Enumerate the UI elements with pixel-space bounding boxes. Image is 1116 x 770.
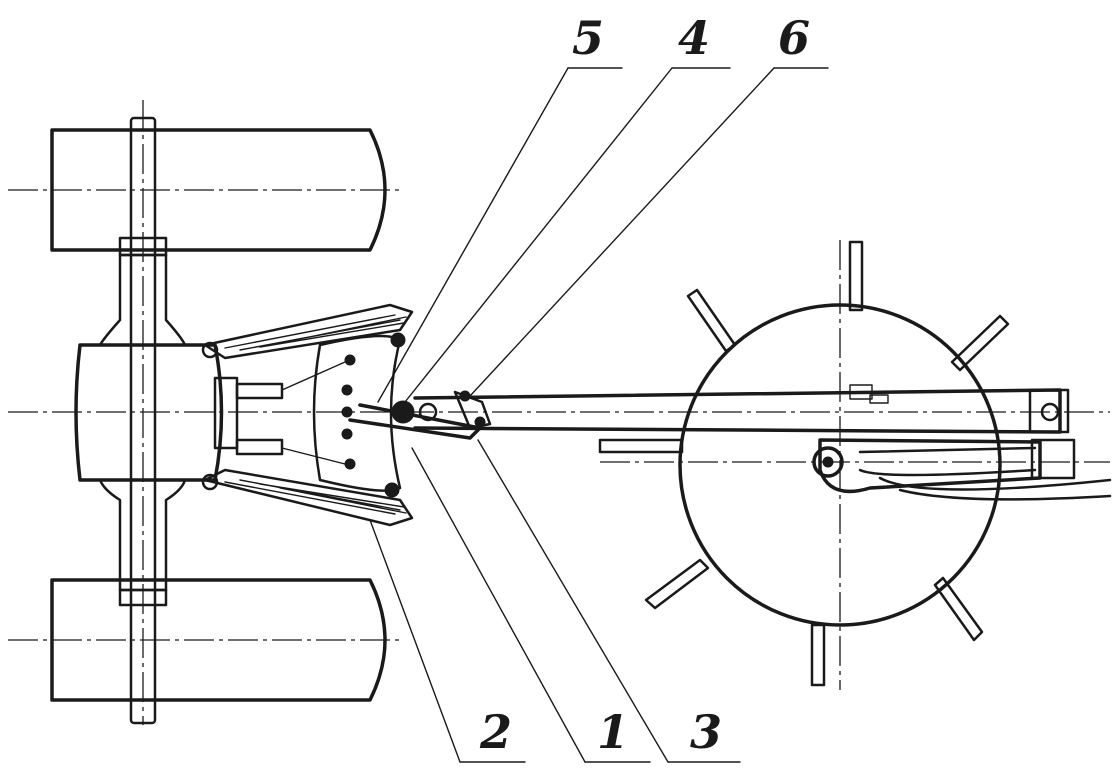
centerlines: [8, 100, 1110, 725]
star-wheel: [598, 240, 1010, 687]
leader-6: [469, 67, 775, 397]
callout-3: 3: [690, 705, 722, 759]
callout-labels: 5 4 6 2 1 3: [479, 11, 810, 759]
callout-5: 5: [572, 11, 604, 65]
leader-3: [477, 439, 669, 763]
leader-2: [369, 519, 461, 763]
leader-lines: [369, 67, 829, 763]
hinge-pin: [391, 400, 415, 424]
lower-hitch-arm: [201, 468, 414, 527]
upper-wheel: [50, 128, 387, 252]
leader-4: [404, 67, 673, 403]
gearbox-housing: [74, 343, 284, 482]
frame-bolt-bottom: [384, 482, 400, 498]
callout-6: 6: [778, 11, 810, 65]
leader-5: [377, 67, 569, 403]
callout-1: 1: [597, 705, 629, 759]
drawbar-assembly: [348, 390, 492, 440]
star-wheel-spokes: [598, 240, 1010, 687]
leader-1: [411, 447, 586, 763]
hitch-frame: [281, 332, 406, 498]
disc-hub: [812, 446, 844, 478]
callout-4: 4: [678, 11, 710, 65]
frame-bolt-top: [390, 332, 406, 348]
upper-hitch-arm: [201, 303, 414, 360]
main-beam: [413, 388, 1070, 434]
lower-wheel: [50, 578, 387, 702]
callout-2: 2: [479, 705, 512, 759]
rear-linkage: [812, 384, 1112, 501]
